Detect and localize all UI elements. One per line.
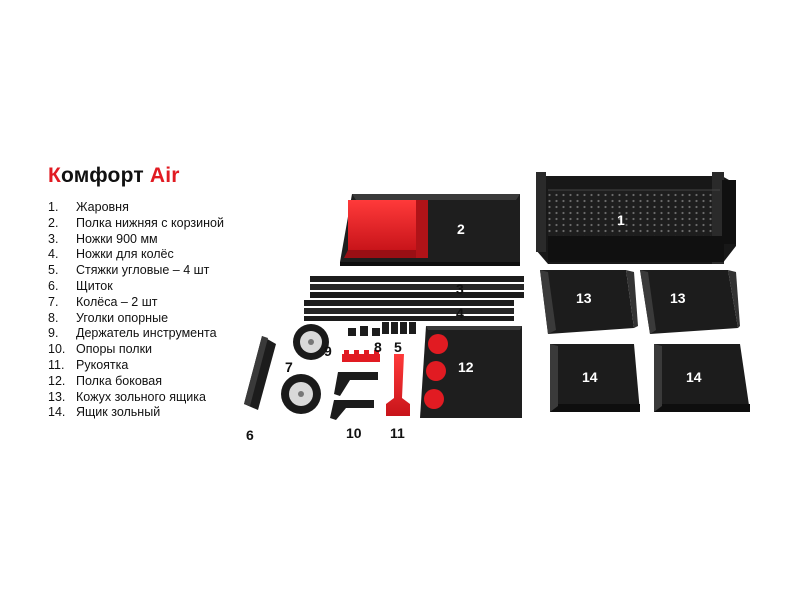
- list-item: 13.Кожух зольного ящика: [48, 389, 206, 404]
- part-side-shelf: [420, 326, 522, 418]
- part-lower-shelf: [340, 194, 520, 266]
- part-shield: [244, 336, 276, 410]
- callout-10: 10: [346, 425, 362, 441]
- part-wheels: [281, 324, 329, 414]
- part-ash-box-left: [550, 344, 640, 412]
- callout-2: 2: [457, 221, 465, 237]
- callout-5: 5: [394, 339, 402, 355]
- part-handle: [386, 354, 410, 416]
- part-legs-900: [310, 276, 524, 298]
- callout-1: 1: [617, 212, 625, 228]
- callout-14-right: 14: [686, 369, 702, 385]
- list-item: 8.Уголки опорные: [48, 310, 169, 325]
- callout-9: 9: [324, 343, 332, 359]
- list-item: 4.Ножки для колёс: [48, 247, 174, 262]
- list-item: 11.Рукоятка: [48, 357, 129, 372]
- parts-list: 1.Жаровня 2.Полка нижняя с корзиной 3.Но…: [48, 200, 224, 421]
- list-item: 10.Опоры полки: [48, 342, 153, 357]
- callout-7: 7: [285, 359, 293, 375]
- part-ash-box-right: [654, 344, 750, 412]
- list-item: 14.Ящик зольный: [48, 405, 161, 420]
- title-model: Air: [149, 164, 180, 187]
- part-tool-holder: [342, 350, 380, 362]
- title-middle: омфорт: [61, 164, 150, 187]
- title-first-letter: К: [48, 164, 62, 187]
- part-ash-box-cover-left: [540, 270, 638, 334]
- part-shelf-supports: [330, 372, 378, 420]
- callout-8: 8: [374, 339, 382, 355]
- list-item: 12.Полка боковая: [48, 373, 163, 388]
- product-title: Комфорт Air: [48, 164, 180, 188]
- callout-13-right: 13: [670, 290, 686, 306]
- callout-6: 6: [246, 427, 254, 443]
- part-corner-ties: [382, 322, 416, 334]
- list-item: 3.Ножки 900 мм: [48, 231, 158, 246]
- list-item: 9.Держатель инструмента: [48, 326, 217, 341]
- part-legs-wheels: [304, 300, 514, 321]
- part-brazier: [536, 172, 736, 264]
- part-support-corners: [348, 326, 380, 336]
- list-item: 2.Полка нижняя с корзиной: [48, 215, 224, 230]
- callout-14-left: 14: [582, 369, 598, 385]
- callout-4: 4: [456, 305, 464, 321]
- callout-11: 11: [390, 425, 405, 441]
- list-item: 5.Стяжки угловые – 4 шт: [48, 263, 210, 278]
- callout-12: 12: [458, 359, 474, 375]
- callout-13-left: 13: [576, 290, 592, 306]
- list-item: 6.Щиток: [48, 278, 113, 293]
- list-item: 1.Жаровня: [48, 200, 129, 214]
- list-item: 7.Колёса – 2 шт: [48, 294, 158, 309]
- part-ash-box-cover-right: [640, 270, 740, 334]
- callout-3: 3: [456, 281, 464, 297]
